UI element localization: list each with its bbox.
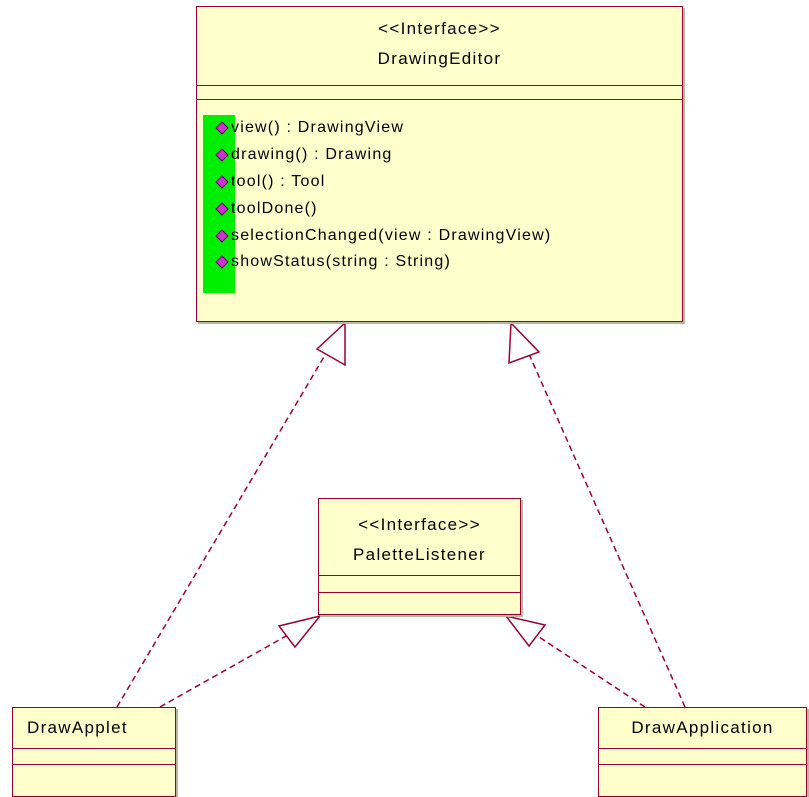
operation-diamond-icon: [215, 255, 229, 270]
palette-listener-stereotype: <<Interface>>: [358, 515, 481, 534]
realization-arrowhead: [508, 321, 541, 365]
operation-diamond-icon: [215, 202, 229, 216]
drawapplication-to-drawingeditor-link: [524, 344, 686, 708]
operation-label: toolDone(): [231, 199, 318, 217]
operation-label: showStatus(string : String): [231, 253, 452, 271]
draw-application-class[interactable]: DrawApplication: [598, 707, 807, 797]
palette-listener-class[interactable]: <<Interface>> PaletteListener: [318, 498, 521, 615]
compartment-divider: [197, 85, 682, 86]
operation-label: drawing() : Drawing: [231, 146, 393, 164]
drawapplet-to-drawingeditor-link: [116, 344, 332, 708]
compartment-divider: [599, 764, 806, 765]
draw-applet-name: DrawApplet: [27, 718, 128, 737]
operation-item[interactable]: view() : DrawingView: [215, 115, 551, 142]
operation-item[interactable]: toolDone(): [215, 195, 551, 222]
operation-label: tool() : Tool: [231, 172, 326, 190]
compartment-divider: [13, 764, 175, 765]
drawapplet-to-palettelistener-link: [159, 630, 296, 708]
realization-arrowhead: [315, 321, 346, 367]
drawapplication-to-palettelistener-link: [529, 630, 646, 708]
operation-diamond-icon: [215, 148, 229, 162]
drawing-editor-class[interactable]: <<Interface>> DrawingEditor view() : Dra…: [196, 6, 683, 322]
realization-arrowhead: [504, 614, 547, 648]
operations-list: view() : DrawingView drawing() : Drawing…: [215, 115, 551, 276]
compartment-divider: [599, 748, 806, 749]
operation-item[interactable]: drawing() : Drawing: [215, 142, 551, 169]
compartment-divider: [319, 592, 520, 593]
operation-item[interactable]: selectionChanged(view : DrawingView): [215, 222, 551, 249]
operation-label: view() : DrawingView: [231, 119, 405, 137]
draw-application-name: DrawApplication: [631, 718, 774, 737]
operation-item[interactable]: showStatus(string : String): [215, 249, 551, 276]
compartment-divider: [319, 575, 520, 576]
operation-diamond-icon: [215, 228, 229, 243]
palette-listener-name: PaletteListener: [353, 545, 486, 564]
operation-label: selectionChanged(view : DrawingView): [231, 226, 552, 244]
operation-item[interactable]: tool() : Tool: [215, 169, 551, 196]
drawing-editor-name: DrawingEditor: [377, 49, 502, 68]
compartment-divider: [197, 99, 682, 100]
draw-applet-class[interactable]: DrawApplet: [12, 707, 176, 797]
compartment-divider: [13, 748, 175, 749]
operation-diamond-icon: [215, 175, 229, 189]
realization-arrowhead: [277, 614, 322, 649]
operation-diamond-icon: [215, 121, 229, 136]
drawing-editor-stereotype: <<Interface>>: [378, 19, 501, 38]
